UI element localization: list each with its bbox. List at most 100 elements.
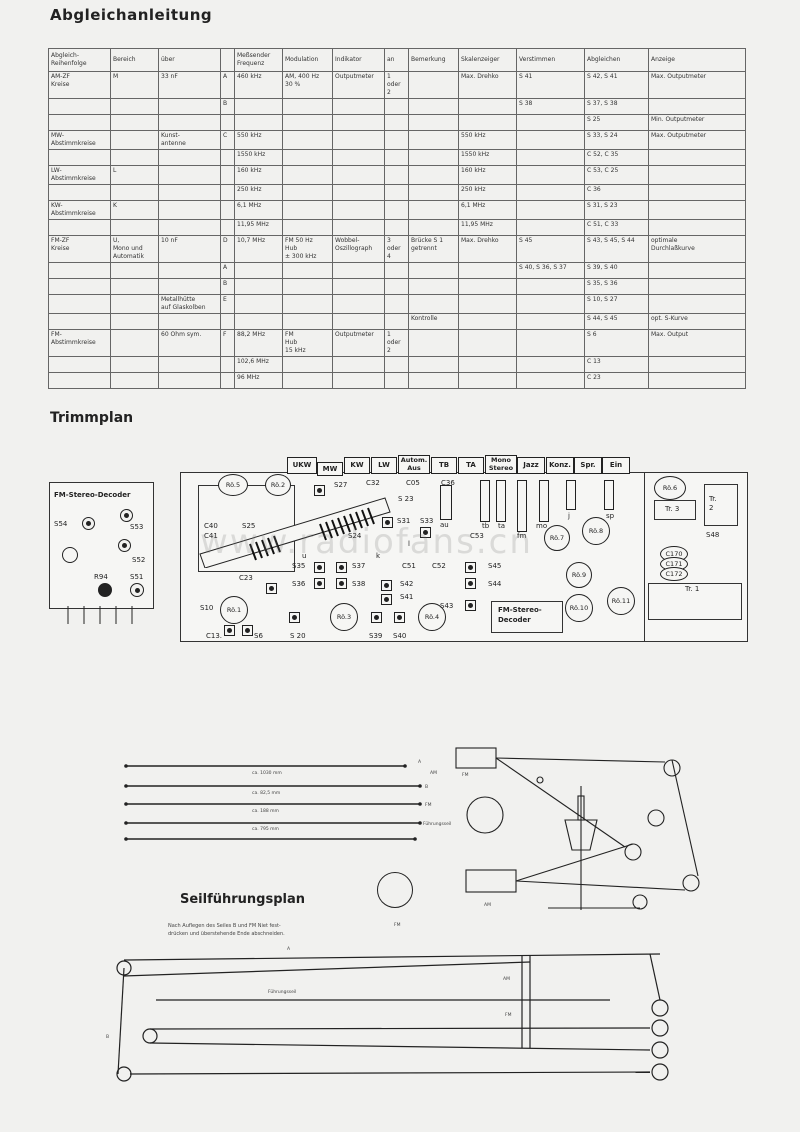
table-cell: S 33, S 24	[584, 130, 649, 150]
tube-ro1: Rö.1	[220, 596, 248, 624]
trim-s20[interactable]	[289, 612, 300, 623]
trim-knob-r94[interactable]	[98, 583, 112, 597]
lower-label-b: B	[106, 1035, 110, 1040]
trim-knob-s51[interactable]	[130, 583, 144, 597]
table-cell: 3 oder 4	[384, 235, 409, 263]
trim-s43[interactable]	[465, 600, 476, 611]
label-s24: S24	[348, 532, 362, 540]
push-button-ukw[interactable]: UKW	[287, 457, 317, 474]
table-cell: 250 kHz	[458, 184, 517, 201]
decoder-hole	[62, 547, 78, 563]
trim-knob-s52[interactable]	[118, 539, 131, 552]
trim-s36[interactable]	[314, 578, 325, 589]
table-cell: B	[220, 98, 235, 115]
push-button-jazz[interactable]: Jazz	[517, 457, 545, 474]
trim-s33[interactable]	[420, 527, 431, 538]
table-cell: S 45	[516, 235, 585, 263]
rope-tag-fm: FM	[425, 803, 432, 808]
table-cell	[408, 262, 459, 279]
table-cell	[516, 130, 585, 150]
push-button-mono-stereo[interactable]: Mono Stereo	[485, 455, 517, 474]
table-cell	[648, 98, 746, 115]
table-cell: 10,7 MHz	[234, 235, 283, 263]
table-cell	[648, 200, 746, 220]
table-cell	[110, 130, 159, 150]
table-cell	[158, 184, 221, 201]
trim-s42[interactable]	[381, 580, 392, 591]
table-cell: D	[220, 235, 235, 263]
push-button-ta[interactable]: TA	[458, 457, 484, 474]
trim-s39[interactable]	[371, 612, 382, 623]
table-cell	[516, 200, 585, 220]
table-cell: C 36	[584, 184, 649, 201]
table-cell: S 25	[584, 114, 649, 131]
table-cell	[48, 114, 111, 131]
table-cell: KW- Abstimmkreise	[48, 200, 111, 220]
label-s37: S37	[352, 562, 366, 570]
trim-s40[interactable]	[394, 612, 405, 623]
table-cell	[282, 130, 333, 150]
push-button-konz[interactable]: Konz.	[546, 457, 574, 474]
push-button-spr[interactable]: Spr.	[574, 457, 602, 474]
push-button-tb[interactable]: TB	[431, 457, 457, 474]
table-cell	[332, 149, 385, 166]
table-cell: S 6	[584, 329, 649, 357]
table-cell: FM Hub 15 kHz	[282, 329, 333, 357]
table-cell	[48, 278, 111, 295]
table-cell	[332, 313, 385, 330]
trim-s44[interactable]	[465, 578, 476, 589]
table-header-cell: Modulation	[282, 48, 333, 72]
tube-ro3: Rö.3	[330, 603, 358, 631]
table-cell	[516, 329, 585, 357]
push-button-lw[interactable]: LW	[371, 457, 397, 474]
trim-s35[interactable]	[314, 562, 325, 573]
trim-s6[interactable]	[242, 625, 253, 636]
trim-c13[interactable]	[224, 625, 235, 636]
table-cell	[282, 114, 333, 131]
table-cell	[158, 356, 221, 373]
trim-c23[interactable]	[266, 583, 277, 594]
table-cell	[332, 184, 385, 201]
tr3-box: Tr. 3	[654, 500, 696, 520]
table-cell	[48, 184, 111, 201]
label-j: j	[568, 512, 570, 520]
table-cell: 1 oder 2	[384, 329, 409, 357]
trim-s41[interactable]	[381, 594, 392, 605]
rope-tag-b: B	[425, 785, 429, 790]
tube-ro4: Rö.4	[418, 603, 446, 631]
push-button-autom-aus[interactable]: Autom. Aus	[398, 455, 430, 474]
table-cell	[408, 219, 459, 236]
table-cell	[458, 329, 517, 357]
table-cell: 88,2 MHz	[234, 329, 283, 357]
label-s54: S54	[54, 520, 68, 528]
table-cell	[282, 356, 333, 373]
rope-tag-am: AM	[430, 771, 437, 776]
table-cell: Max. Drehko	[458, 235, 517, 263]
trim-s27[interactable]	[314, 485, 325, 496]
table-cell: S 37, S 38	[584, 98, 649, 115]
trim-knob-s53[interactable]	[120, 509, 133, 522]
slot-sp	[604, 480, 614, 510]
push-button-kw[interactable]: KW	[344, 457, 370, 474]
label-k: k	[376, 552, 381, 560]
table-cell	[234, 278, 283, 295]
trim-s31[interactable]	[382, 517, 393, 528]
push-button-mw[interactable]: MW	[317, 462, 343, 476]
table-cell: 550 kHz	[458, 130, 517, 150]
label-tr2: Tr. 2	[709, 495, 717, 512]
trim-s37[interactable]	[336, 562, 347, 573]
table-cell	[384, 184, 409, 201]
trim-s38[interactable]	[336, 578, 347, 589]
table-cell	[648, 278, 746, 295]
tube-ro7: Rö.7	[544, 525, 570, 551]
trim-knob-s54[interactable]	[82, 517, 95, 530]
push-button-ein[interactable]: Ein	[602, 457, 630, 474]
page-title-trimm: Trimmplan	[50, 410, 134, 426]
table-cell	[408, 130, 459, 150]
trim-s45[interactable]	[465, 562, 476, 573]
table-cell	[384, 130, 409, 150]
table-cell	[282, 200, 333, 220]
table-cell	[384, 114, 409, 131]
